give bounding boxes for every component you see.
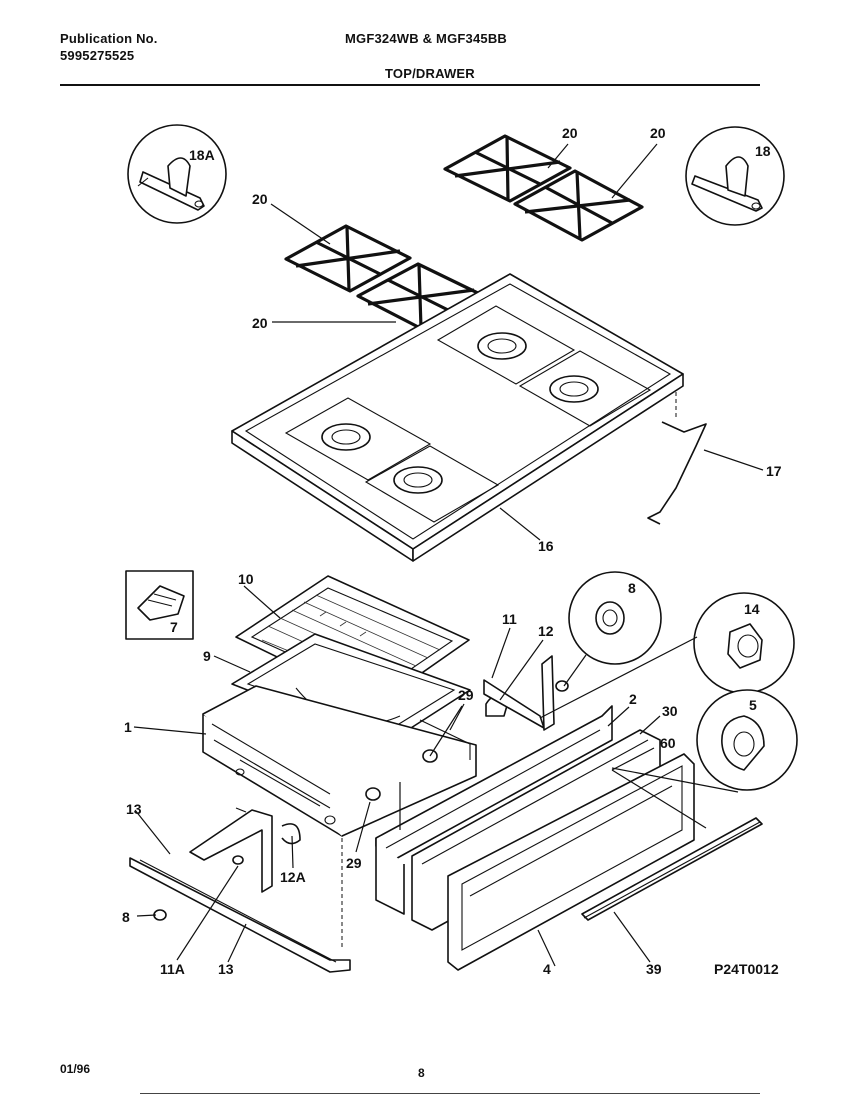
drawer-panel	[375, 705, 613, 915]
callout-17: 17	[766, 463, 782, 479]
callout-10: 10	[238, 571, 254, 587]
callout-13-upper: 13	[126, 801, 142, 817]
callout-8-lower: 8	[122, 909, 130, 925]
detail-box-7	[125, 570, 194, 640]
top-support-rod	[647, 392, 707, 525]
cooktop-main-top	[231, 273, 684, 562]
callout-20-left-lower: 20	[252, 315, 268, 331]
callout-11A: 11A	[160, 961, 185, 977]
callout-12: 12	[538, 623, 554, 639]
header-rule	[60, 84, 760, 86]
callout-29-upper: 29	[458, 687, 474, 703]
callout-16: 16	[538, 538, 554, 554]
callout-29-lower: 29	[346, 855, 362, 871]
drawer-trim-strip	[581, 817, 763, 921]
callout-14: 14	[744, 601, 760, 617]
publication-number: 5995275525	[60, 48, 135, 63]
callout-39: 39	[646, 961, 662, 977]
burner-grates	[284, 134, 644, 332]
small-hardware	[365, 655, 569, 801]
broiler-drawer-frame	[202, 685, 477, 837]
callout-9: 9	[203, 648, 211, 664]
drawer-front	[447, 753, 695, 971]
callout-20-top-left: 20	[562, 125, 578, 141]
callout-leader-lines	[133, 143, 764, 967]
drawer-rail-assembly	[129, 807, 351, 973]
callout-5: 5	[749, 697, 757, 713]
callout-labels: 18A 18 20 20 20 20 17 16 10 7 9 1 11 12 …	[122, 125, 782, 977]
footer-page-number: 8	[418, 1066, 425, 1080]
callout-8-circle: 8	[628, 580, 636, 596]
callout-18: 18	[755, 143, 771, 159]
footer-date: 01/96	[60, 1062, 91, 1076]
callout-2: 2	[629, 691, 637, 707]
callout-1: 1	[124, 719, 132, 735]
footer-rule	[140, 1093, 760, 1094]
callout-20-top-right: 20	[650, 125, 666, 141]
detail-circle-5	[696, 689, 798, 791]
callout-30: 30	[662, 703, 678, 719]
callout-12A: 12A	[280, 869, 306, 885]
detail-circle-14	[693, 592, 795, 694]
section-title: TOP/DRAWER	[385, 66, 475, 81]
publication-label: Publication No.	[60, 31, 158, 46]
callout-7: 7	[170, 619, 178, 635]
model-numbers: MGF324WB & MGF345BB	[345, 31, 507, 46]
detail-circle-18A	[127, 124, 227, 224]
callout-13-lower: 13	[218, 961, 234, 977]
figure-id: P24T0012	[714, 961, 779, 977]
detail-circle-8	[568, 571, 662, 665]
callout-20-left-upper: 20	[252, 191, 268, 207]
detail-circle-18	[685, 126, 785, 226]
callout-4: 4	[543, 961, 551, 977]
callout-11: 11	[502, 611, 517, 627]
callout-60: 60	[660, 735, 676, 751]
callout-18A: 18A	[189, 147, 215, 163]
